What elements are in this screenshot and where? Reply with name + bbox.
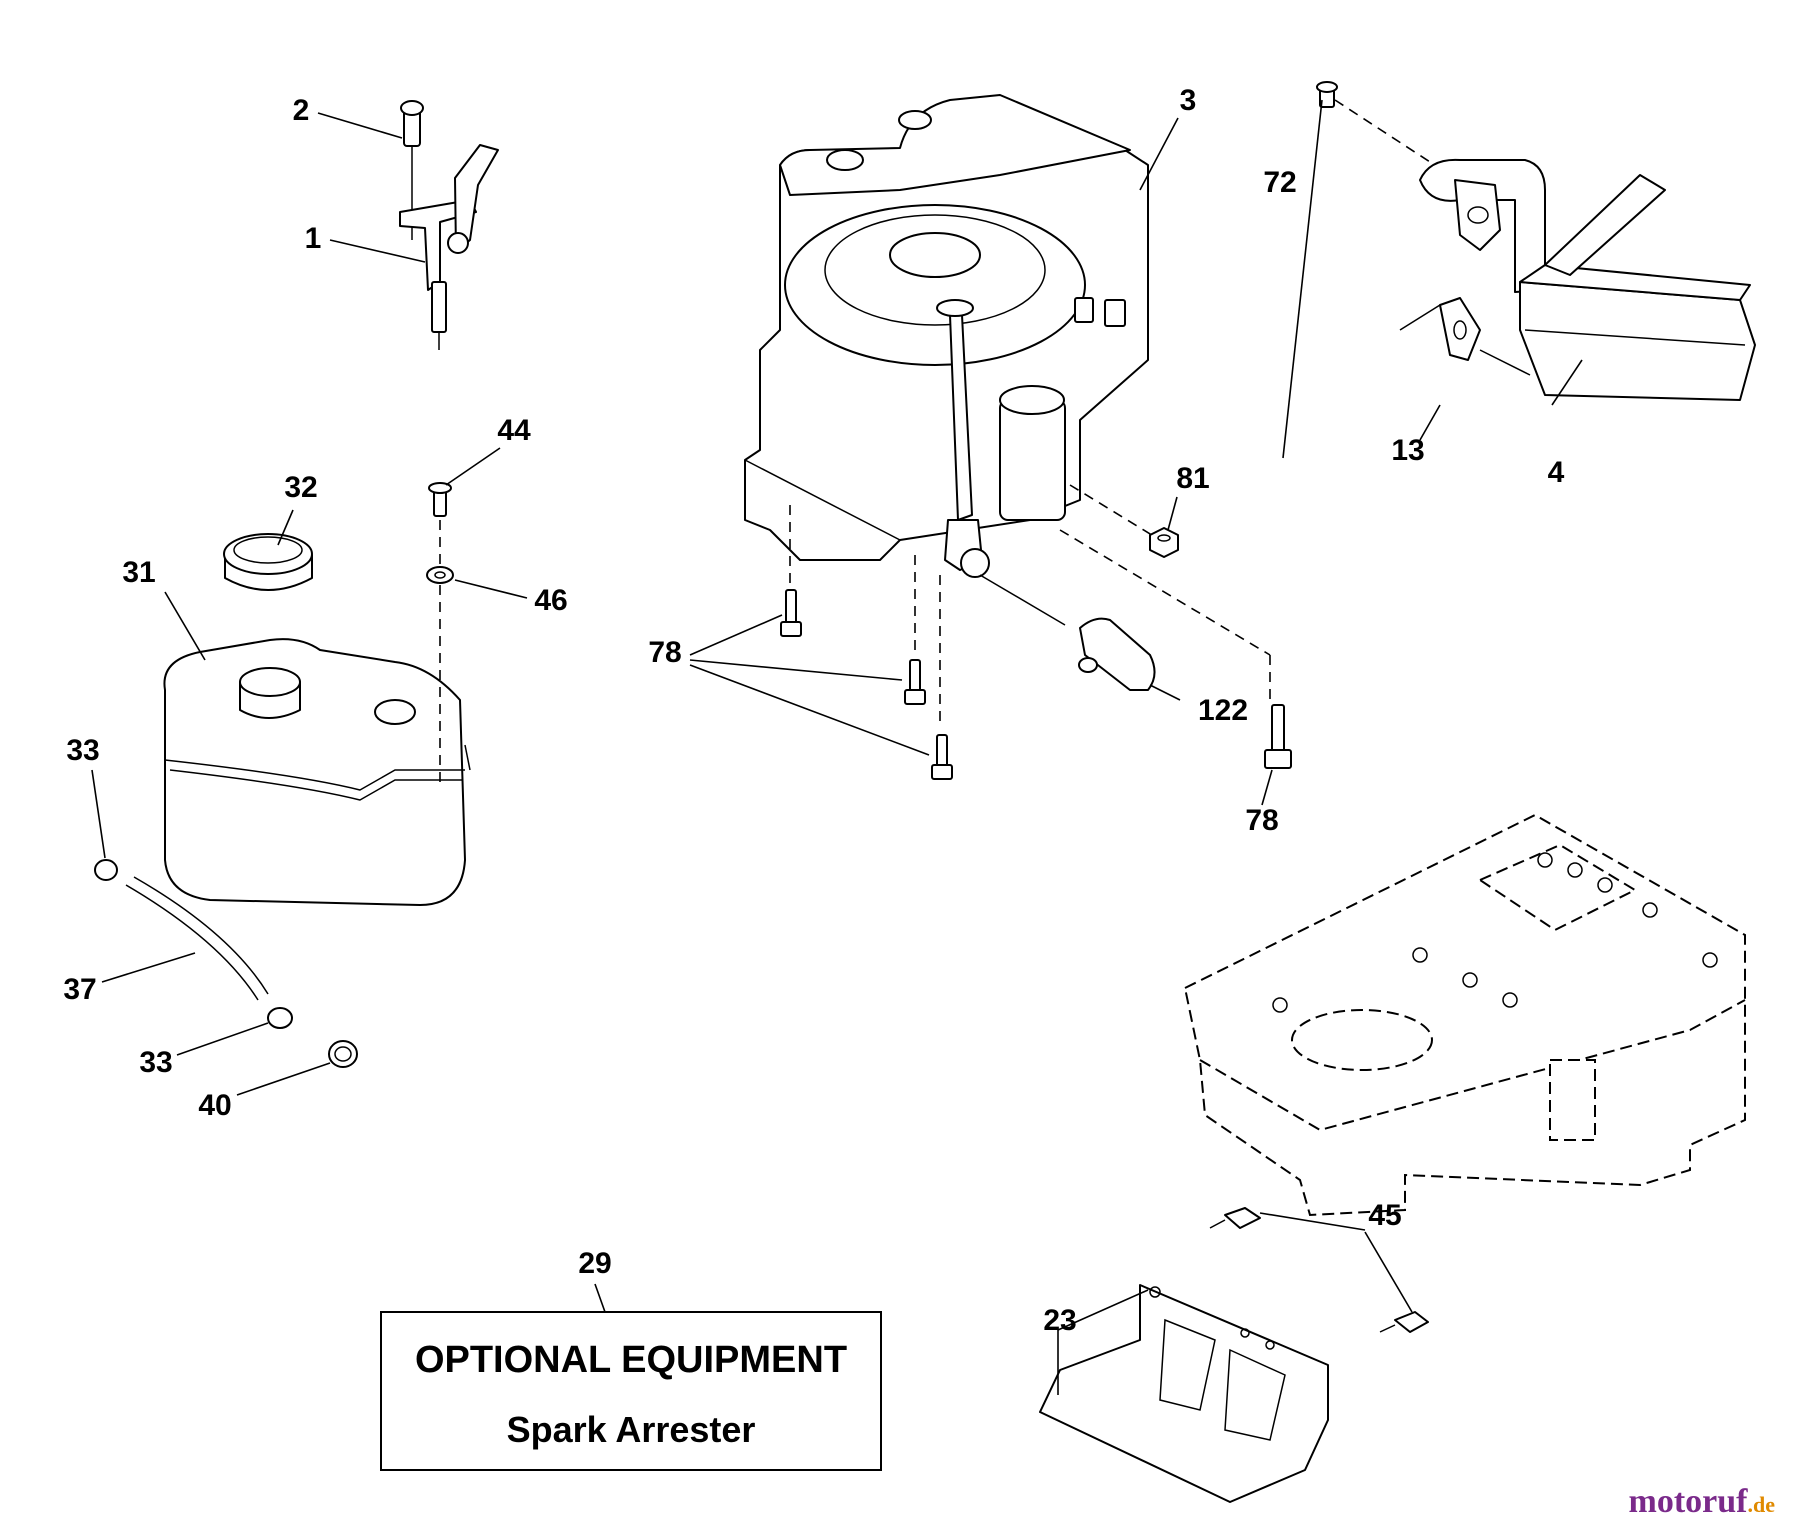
svg-text:motoruf.de: motoruf.de [1629, 1483, 1776, 1520]
callout-2: 2 [293, 94, 310, 127]
callout-29: 29 [578, 1247, 611, 1280]
bolt-and-washer [426, 482, 454, 782]
optional-equipment-box: OPTIONAL EQUIPMENT Spark Arrester [380, 1311, 882, 1471]
callout-4: 4 [1548, 456, 1565, 489]
callout-37: 37 [63, 973, 96, 1006]
callout-78-left: 78 [648, 636, 681, 669]
callout-23: 23 [1043, 1304, 1076, 1337]
watermark-brand: motoruf [1629, 1483, 1749, 1520]
callout-44: 44 [497, 414, 531, 447]
engine [744, 94, 1149, 578]
callout-1: 1 [305, 222, 322, 255]
callout-32: 32 [284, 471, 317, 504]
callout-45: 45 [1368, 1199, 1401, 1232]
callout-122: 122 [1198, 694, 1248, 727]
optional-equipment-item: Spark Arrester [507, 1409, 756, 1450]
callout-33-top: 33 [66, 734, 99, 767]
muffler [1316, 81, 1756, 401]
callout-46: 46 [534, 584, 567, 617]
callout-81: 81 [1176, 462, 1209, 495]
throttle-control [399, 100, 499, 350]
leader-lines [91, 99, 1583, 1395]
engine-bolts [780, 589, 1292, 780]
watermark-suffix: .de [1748, 1492, 1776, 1517]
callout-40: 40 [198, 1089, 231, 1122]
chassis-frame [1183, 813, 1746, 1217]
nut [1149, 527, 1179, 558]
callout-33-bottom: 33 [139, 1046, 172, 1079]
callout-78-right: 78 [1245, 804, 1278, 837]
mounting-bracket [1039, 1207, 1429, 1503]
callout-labels: 1 2 3 4 13 23 29 31 32 33 33 37 40 44 45… [63, 84, 1564, 1337]
fuel-cap [223, 533, 313, 591]
watermark: motoruf.de [1629, 1483, 1776, 1520]
fuel-hose [94, 859, 358, 1068]
callout-3: 3 [1180, 84, 1197, 117]
optional-equipment-title: OPTIONAL EQUIPMENT [415, 1339, 847, 1381]
callout-31: 31 [122, 556, 155, 589]
fuel-tank [163, 638, 471, 906]
callout-72: 72 [1263, 166, 1296, 199]
callout-13: 13 [1391, 434, 1424, 467]
engine-mount-lines [789, 484, 1271, 722]
heat-shield [1078, 617, 1156, 691]
